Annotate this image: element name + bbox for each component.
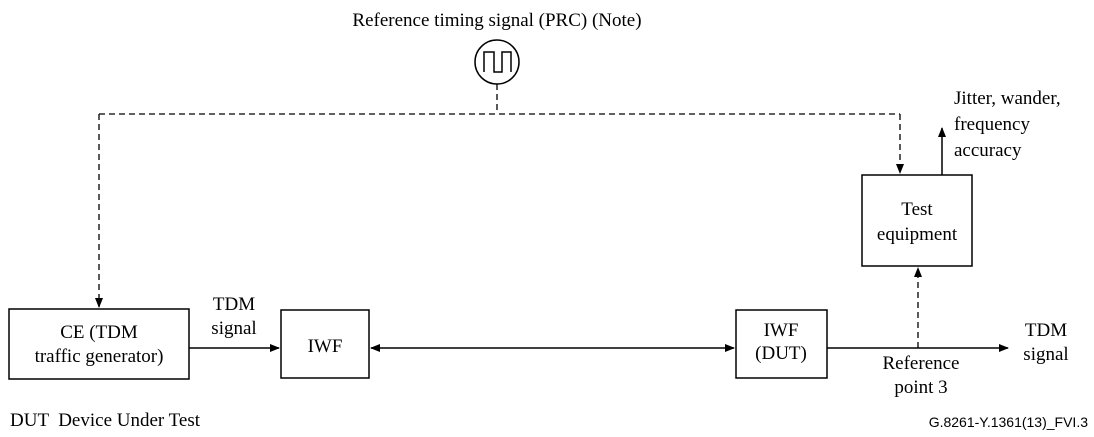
test-equipment-label-line1: Test (901, 199, 933, 220)
iwf-dut-label-line2: (DUT) (755, 343, 807, 364)
ce-block: CE (TDM traffic generator) (8, 308, 190, 380)
reference-point-line1: Reference (883, 353, 960, 374)
tdm-signal-out-line1: TDM (1025, 320, 1067, 341)
tdm-signal-out-line2: signal (1023, 344, 1068, 365)
tdm-signal-in-line1: TDM (213, 294, 255, 315)
dut-abbreviation-note: DUT Device Under Test (10, 410, 201, 431)
iwf-label: IWF (308, 336, 343, 357)
figure-id: G.8261-Y.1361(13)_FVI.3 (929, 414, 1089, 430)
reference-point-line2: point 3 (894, 377, 947, 398)
iwf-dut-block: IWF (DUT) (735, 309, 828, 379)
measurement-label-line1: Jitter, wander, (954, 88, 1061, 109)
iwf-block: IWF (280, 309, 370, 379)
clock-signal-icon (474, 39, 520, 85)
measurement-label-line3: accuracy (954, 140, 1022, 161)
measurement-label-line2: frequency (954, 114, 1030, 135)
ce-label-line1: CE (TDM (60, 322, 138, 343)
iwf-dut-label-line1: IWF (764, 320, 799, 341)
reference-timing-title: Reference timing signal (PRC) (Note) (352, 10, 641, 31)
test-equipment-block: Test equipment (861, 174, 973, 267)
tdm-signal-in-line2: signal (211, 318, 256, 339)
test-equipment-label-line2: equipment (877, 224, 958, 245)
signal-path-arrows (189, 127, 1009, 352)
reference-distribution-lines (95, 84, 922, 348)
ce-label-line2: traffic generator) (35, 346, 164, 367)
